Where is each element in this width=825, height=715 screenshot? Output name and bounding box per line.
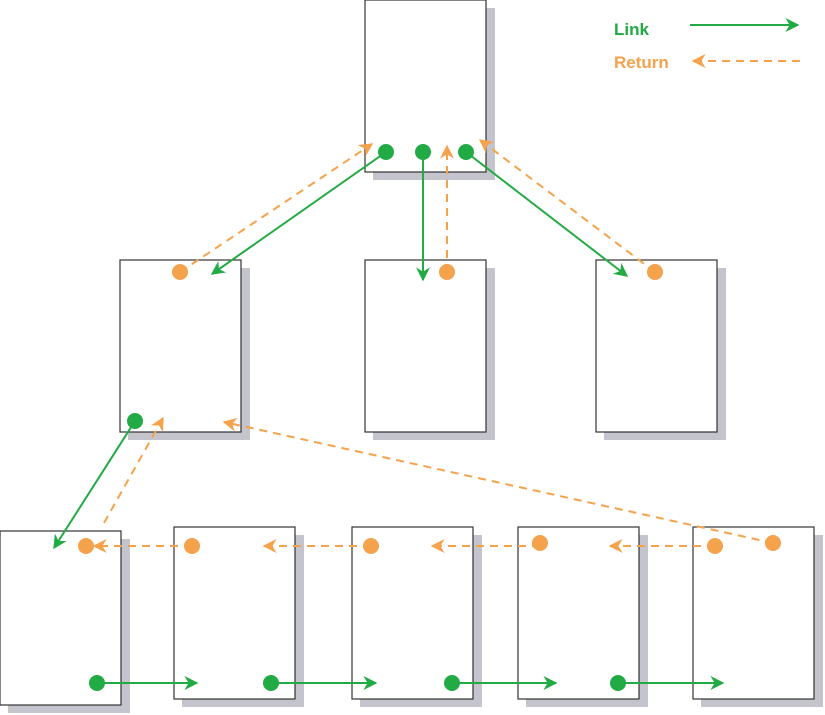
return-arrow bbox=[179, 143, 374, 273]
link-dot bbox=[458, 144, 474, 160]
legend-link-label: Link bbox=[614, 20, 649, 39]
return-dot bbox=[647, 264, 663, 280]
level2-page-3 bbox=[595, 259, 718, 433]
return-arrow bbox=[103, 416, 164, 524]
leaf-page-2 bbox=[173, 526, 296, 700]
link-arrow bbox=[465, 151, 629, 277]
link-dots bbox=[89, 144, 626, 691]
level2-page-1 bbox=[119, 259, 242, 433]
return-dot bbox=[363, 538, 379, 554]
link-arrow bbox=[53, 420, 136, 550]
legend: Link Return bbox=[614, 18, 800, 72]
return-dot bbox=[78, 538, 94, 554]
return-dot bbox=[184, 538, 200, 554]
return-dot bbox=[532, 535, 548, 551]
leaf-page-4 bbox=[517, 526, 640, 700]
leaf-page-3 bbox=[351, 526, 474, 700]
link-arrows bbox=[53, 151, 725, 690]
link-dot bbox=[378, 144, 394, 160]
return-dot bbox=[439, 264, 455, 280]
legend-return-label: Return bbox=[614, 53, 669, 72]
link-dot bbox=[127, 413, 143, 429]
return-arrow bbox=[222, 417, 774, 544]
link-dot bbox=[263, 675, 279, 691]
return-dots bbox=[78, 264, 781, 554]
return-dot bbox=[172, 264, 188, 280]
leaf-page-5 bbox=[692, 526, 815, 700]
level2-page-2 bbox=[364, 259, 487, 433]
link-dot bbox=[415, 144, 431, 160]
link-arrow bbox=[210, 151, 387, 275]
link-dot bbox=[89, 675, 105, 691]
return-dot bbox=[707, 538, 723, 554]
return-dot bbox=[765, 535, 781, 551]
link-dot bbox=[444, 675, 460, 691]
link-dot bbox=[610, 675, 626, 691]
pages bbox=[0, 0, 815, 706]
return-arrows bbox=[92, 139, 774, 553]
return-arrow bbox=[478, 139, 656, 273]
root-page bbox=[364, 0, 487, 173]
